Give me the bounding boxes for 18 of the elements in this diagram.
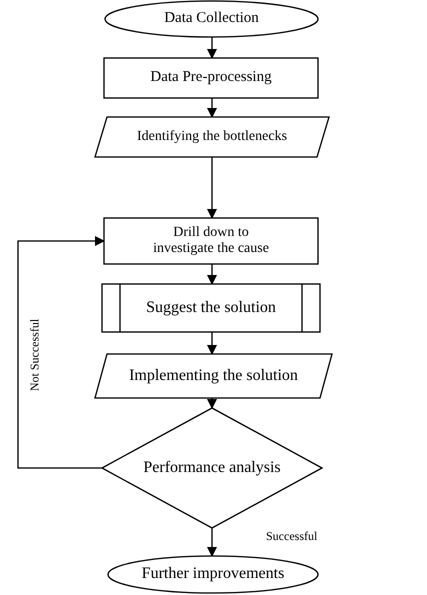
node-label: Further improvements [142,565,284,584]
arrow [207,398,217,409]
arrow [207,264,217,285]
node-label: Drill down to investigate the cause [152,224,270,258]
arrow [207,332,217,355]
node-label: Suggest the solution [146,298,276,318]
node-label: Implementing the solution [129,366,298,386]
arrow [17,236,105,469]
node-label: Performance analysis [143,458,281,478]
node-label: Data Collection [164,10,259,28]
arrow [207,37,217,59]
edge-label: Not Successful [28,318,42,392]
edge-label: Successful [266,530,318,544]
arrow [207,528,217,557]
node-label: Identifying the bottlenecks [136,128,288,146]
node-label: Data Pre-processing [150,69,272,87]
arrow [207,98,217,118]
arrow [207,157,217,219]
